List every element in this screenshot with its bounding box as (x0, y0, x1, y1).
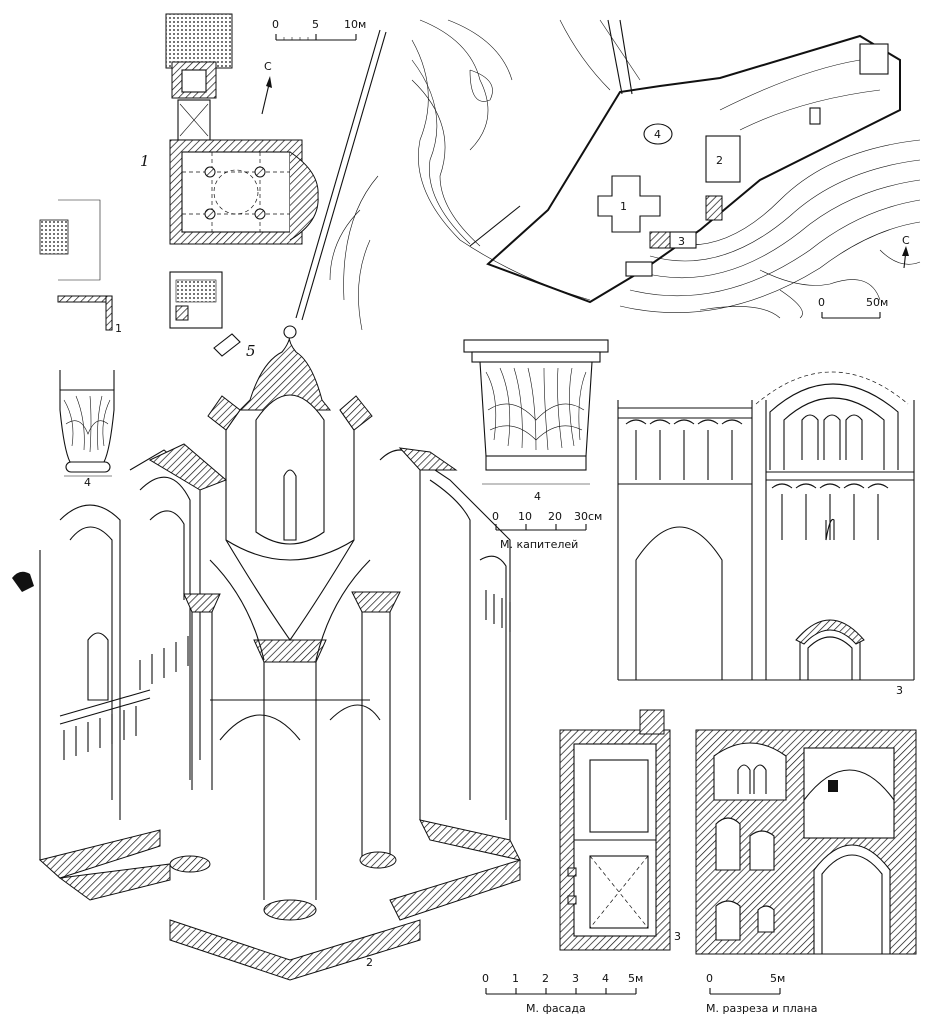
scale-caption: М. капителей (500, 538, 578, 551)
north-label: С (264, 60, 272, 73)
scale-tick: 3 (572, 972, 579, 985)
scale-bar-capitals: 0 10 20 30см М. капителей (492, 510, 602, 551)
scale-tick: 10 (518, 510, 532, 523)
scale-tick: 50м (866, 296, 888, 309)
building-number: 1 (620, 200, 627, 213)
capital-number: 4 (84, 476, 91, 489)
arcade-band-left (59, 636, 189, 760)
scale-bar-large-plan: 0 50м (818, 296, 888, 319)
scale-tick: 1 (512, 972, 519, 985)
building-4: 4 (643, 123, 673, 145)
scale-tick: 5м (628, 972, 643, 985)
tower-section (695, 729, 917, 955)
scale-tick: 10м (344, 18, 366, 31)
panel-3b-number: 3 (674, 930, 681, 943)
scale-caption: М. разреза и плана (706, 1002, 817, 1015)
ruins-mass (165, 13, 233, 69)
scale-tick: 20 (548, 510, 562, 523)
building-number: 4 (654, 128, 661, 141)
scale-tick: 2 (542, 972, 549, 985)
contour-lines (411, 19, 921, 319)
north-label: С (902, 234, 910, 247)
road-line (295, 29, 381, 319)
church-plan (169, 139, 319, 245)
fragment-number: 1 (115, 322, 122, 335)
north-arrow: С (261, 60, 272, 115)
site-plan-small: 1 (39, 13, 387, 360)
scale-bar-small-plan: 0 5 10м (272, 18, 366, 41)
facade-elevation: 3 (617, 371, 915, 697)
tower-floor-plan: 3 (559, 709, 681, 951)
scale-caption: М. фасада (526, 1002, 586, 1015)
axonometric-view: 2 (12, 325, 521, 981)
arcade-left (618, 419, 752, 485)
arcade-right (771, 483, 889, 541)
scale-tick: 0 (492, 510, 499, 523)
scale-tick: 0 (818, 296, 825, 309)
scale-tick: 0 (272, 18, 279, 31)
panel-1-number: 1 (140, 152, 150, 170)
element-5: 5 (213, 333, 256, 360)
lower-building-plan (169, 271, 223, 329)
panel-2-number: 2 (366, 956, 373, 969)
fragment-plan: 1 (39, 199, 122, 335)
building-number: 2 (716, 154, 723, 167)
scale-bar-facade: 0 1 2 3 4 5м М. фасада (482, 972, 643, 1015)
scale-tick: 5 (312, 18, 319, 31)
north-arrow-large: С (902, 234, 910, 269)
scale-tick: 5м (770, 972, 785, 985)
capital-number: 4 (534, 490, 541, 503)
enclosure-wall (486, 34, 901, 304)
scale-tick: 4 (602, 972, 609, 985)
scale-tick: 30см (574, 510, 602, 523)
building-1: 1 (597, 175, 661, 233)
capital-right: 4 (463, 339, 609, 503)
columns (169, 591, 401, 921)
element-number: 5 (246, 342, 256, 360)
scale-tick: 0 (706, 972, 713, 985)
tower-plan (171, 61, 217, 141)
building-2: 2 (705, 135, 741, 183)
building-number: 3 (678, 235, 685, 248)
site-plan-large: 1 2 3 4 С (411, 19, 921, 319)
scale-bar-section: 0 5м М. разреза и плана (706, 972, 817, 1015)
building-3: 3 (649, 231, 697, 249)
scale-tick: 0 (482, 972, 489, 985)
capital-left: 4 (59, 370, 115, 489)
panel-3-number: 3 (896, 684, 903, 697)
